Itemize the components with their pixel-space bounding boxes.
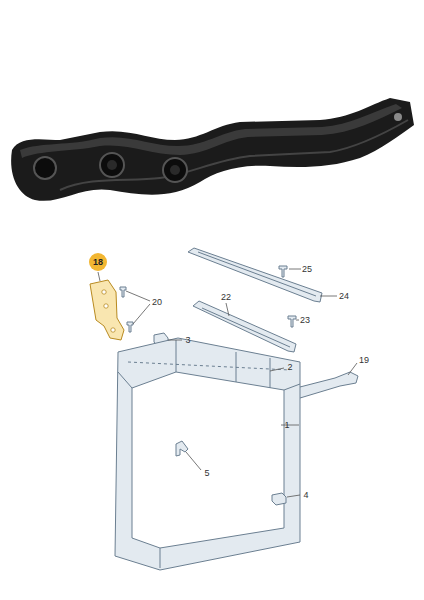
bracket-photo [11, 98, 414, 201]
bracket-photo-stroke [163, 158, 187, 182]
leader-lines-stroke [126, 291, 150, 324]
line-parts-stroke [202, 308, 290, 347]
line-parts-stroke [120, 287, 126, 297]
callout-number: 5 [204, 469, 209, 478]
leader-lines-stroke [348, 363, 357, 375]
callout-number: 23 [300, 316, 310, 325]
bracket-photo-stroke [394, 113, 402, 121]
callout-number: 20 [152, 298, 162, 307]
leader-lines-stroke [320, 296, 337, 297]
line-parts-stroke [118, 340, 300, 568]
callout-number: 19 [359, 356, 369, 365]
bracket-photo-stroke [100, 153, 124, 177]
part-18-bracket-stroke [104, 304, 108, 308]
leader-lines-stroke [98, 272, 100, 281]
line-parts-stroke [127, 322, 133, 332]
line-parts-stroke [188, 248, 322, 302]
line-parts-stroke [176, 441, 188, 456]
bracket-photo-stroke [170, 165, 180, 175]
leader-lines-stroke [281, 425, 299, 426]
bracket-photo-stroke [11, 98, 414, 201]
line-parts-stroke [288, 316, 296, 327]
callout-number: 2 [287, 363, 292, 372]
bracket-photo-stroke [60, 120, 408, 190]
line-parts-stroke [128, 362, 290, 370]
callout-number: 4 [303, 491, 308, 500]
part-18-bracket-stroke [102, 290, 106, 294]
leader-lines-stroke [186, 452, 201, 470]
callout-number: 3 [185, 336, 190, 345]
leader-lines-stroke [270, 368, 284, 371]
callout-number: 25 [302, 265, 312, 274]
leader-lines-stroke [226, 303, 229, 316]
line-parts-stroke [115, 338, 300, 570]
line-parts [115, 248, 358, 570]
callout-circle: 18 [89, 253, 107, 271]
callout-number: 22 [221, 293, 231, 302]
part-18-bracket-stroke [111, 328, 115, 332]
bracket-photo-stroke [34, 157, 56, 179]
part-18-bracket [90, 280, 124, 340]
bracket-photo-stroke [20, 104, 402, 158]
part-18-bracket-stroke [90, 280, 124, 340]
callout-number: 24 [339, 292, 349, 301]
leader-lines [98, 269, 357, 497]
leader-lines-stroke [287, 495, 300, 497]
line-parts-stroke [279, 266, 287, 277]
line-parts-stroke [198, 252, 316, 296]
leader-lines-stroke [296, 320, 299, 321]
leader-lines-stroke [289, 269, 301, 270]
bracket-photo-stroke [107, 160, 117, 170]
line-parts-stroke [272, 493, 286, 505]
callout-number: 18 [93, 258, 103, 267]
callout-number: 1 [284, 421, 289, 430]
leader-lines-stroke [168, 340, 182, 341]
